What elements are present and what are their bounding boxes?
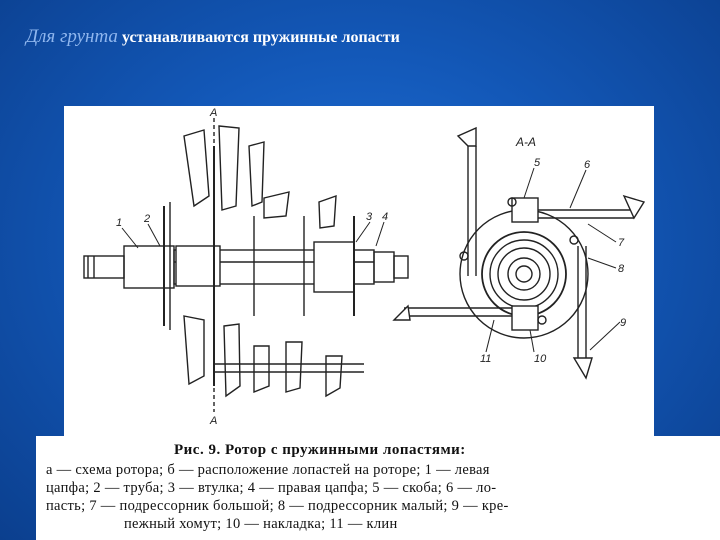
figure-caption: Рис. 9. Ротор с пружинными лопастями: а … (36, 436, 720, 540)
label-1: 1 (116, 217, 122, 229)
label-2: 2 (143, 213, 150, 225)
label-3: 3 (366, 211, 373, 223)
slide-title: Для грунта устанавливаются пружинные лоп… (26, 26, 400, 48)
slide-title-part2: устанавливаются пружинные лопасти (117, 29, 400, 46)
caption-line-2: цапфа; 2 — труба; 3 — втулка; 4 — правая… (46, 480, 497, 496)
section-view (392, 126, 646, 380)
label-4: 4 (382, 211, 388, 223)
caption-line-3: пасть; 7 — подрессорник большой; 8 — под… (46, 498, 509, 514)
caption-line-1: а — схема ротора; б — расположение лопас… (46, 462, 490, 478)
slide-title-part1: Для грунта (26, 26, 118, 47)
label-a-top: А (209, 107, 217, 119)
label-6: 6 (584, 159, 591, 171)
caption-title: Рис. 9. Ротор с пружинными лопастями: (174, 442, 466, 458)
label-10: 10 (534, 353, 547, 365)
label-9: 9 (620, 317, 626, 329)
label-11: 11 (480, 353, 491, 365)
caption-line-4: пежный хомут; 10 — накладка; 11 — клин (124, 516, 398, 532)
label-8: 8 (618, 263, 625, 275)
label-section: А-А (515, 135, 536, 149)
rotor-scheme (83, 118, 409, 412)
label-a-bottom: А (209, 415, 217, 427)
label-7: 7 (618, 237, 625, 249)
rotor-drawing: А А 1 2 3 4 А-А 5 6 7 8 9 10 11 (64, 106, 654, 436)
label-5: 5 (534, 157, 541, 169)
